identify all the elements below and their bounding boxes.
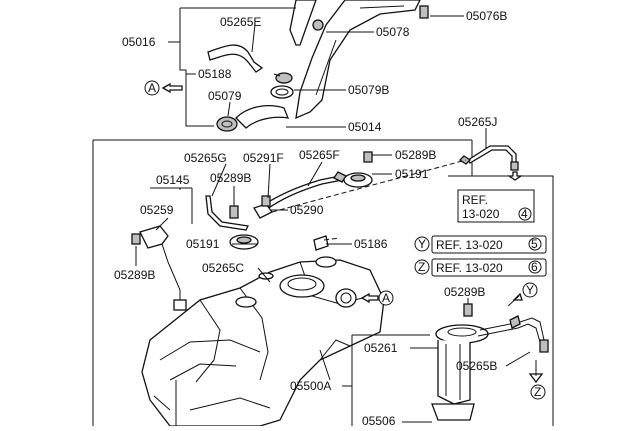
label-05289B-left: 05289B	[114, 268, 155, 282]
label-05290: 05290	[290, 203, 324, 217]
clamp-05079-icon	[216, 116, 238, 132]
arrow-left-icon	[360, 292, 379, 304]
label-05191-left: 05191	[186, 237, 220, 251]
tank-upper-parts	[131, 151, 467, 311]
ref-13-020-6: Z REF. 13-020 6	[414, 258, 547, 277]
label-05014: 05014	[348, 120, 382, 134]
ref-13-020-4: REF. 13-020 4	[457, 189, 535, 223]
hose-05265J	[467, 145, 517, 165]
tank-port-right	[315, 256, 337, 268]
label-05506: 05506	[362, 414, 396, 426]
part-labels: 05265E 05016 05078 05076B 05188 05079B 0…	[114, 9, 507, 428]
label-05500A: 05500A	[290, 379, 331, 393]
filler-neck-assembly	[179, 0, 429, 132]
label-05191-top: 05191	[395, 167, 429, 181]
ref-13-020-5: Y REF. 13-020 5	[414, 235, 547, 254]
tank-port-left	[235, 296, 257, 308]
label-05265G: 05265G	[184, 151, 227, 165]
label-05265C: 05265C	[202, 261, 244, 275]
label-05265E: 05265E	[220, 15, 261, 29]
filler-neck-upper	[289, 0, 317, 46]
connector-icon	[173, 299, 187, 311]
pump-strainer	[431, 403, 475, 421]
clamp-05079B-icon	[270, 85, 294, 99]
arrow-a-tank: A	[360, 290, 394, 306]
label-05265F: 05265F	[299, 148, 340, 162]
tank-filler-inlet	[335, 288, 357, 308]
marker-a-left: A	[148, 81, 156, 95]
marker-z-ref: Z	[418, 260, 425, 274]
label-05289B-top: 05289B	[395, 148, 436, 162]
label-05265B: 05265B	[456, 359, 497, 373]
label-05186: 05186	[354, 237, 388, 251]
dashed-route	[271, 159, 467, 213]
lower-leaders	[135, 154, 531, 423]
hose-05265J-group	[458, 128, 524, 181]
label-05076B: 05076B	[466, 9, 507, 23]
upper-leaders	[168, 15, 464, 128]
bolt-05289B-mid-icon	[229, 205, 239, 219]
bolt-05289B-left-icon	[131, 233, 141, 245]
label-05289B-right: 05289B	[444, 285, 485, 299]
bolt-05289B-right-icon	[463, 303, 473, 317]
clip-05078-icon	[312, 19, 324, 31]
hose-05014	[235, 105, 290, 129]
ref4-line2: 13-020	[462, 207, 500, 221]
marker-y-right: Y	[526, 283, 534, 297]
hose-05265E	[207, 44, 264, 73]
cap-05188-icon	[275, 72, 293, 84]
label-05078: 05078	[376, 25, 410, 39]
bolt-05076B-icon	[419, 5, 429, 19]
bolt-05289B-top-icon	[363, 151, 373, 163]
refZ-num: 6	[531, 260, 538, 274]
ref4-line1: REF.	[462, 193, 488, 207]
part-05186-icon	[313, 235, 329, 251]
sender-05259-icon	[139, 225, 169, 249]
arrow-down-icon	[506, 171, 524, 181]
label-05291F: 05291F	[243, 151, 284, 165]
fuel-tank	[141, 256, 385, 427]
label-05188: 05188	[198, 67, 232, 81]
label-05289B-mid: 05289B	[210, 171, 251, 185]
refY-text: REF. 13-020	[436, 238, 503, 252]
label-05265J: 05265J	[458, 115, 497, 129]
hose-05265G	[205, 195, 249, 231]
label-05016: 05016	[122, 35, 156, 49]
fuel-pump-assembly	[351, 292, 549, 426]
label-05259: 05259	[140, 203, 174, 217]
label-05261: 05261	[364, 341, 398, 355]
label-05079B: 05079B	[348, 83, 389, 97]
marker-y-ref: Y	[418, 237, 426, 251]
marker-z-right: Z	[534, 385, 541, 399]
marker-a-tank: A	[382, 291, 390, 305]
label-05145: 05145	[156, 173, 190, 187]
filler-neck-pipe	[295, 0, 421, 120]
ref-box-6	[431, 258, 547, 277]
label-05079: 05079	[208, 89, 242, 103]
refY-num: 5	[531, 237, 538, 251]
refZ-text: REF. 13-020	[436, 261, 503, 275]
arrow-left-icon	[161, 82, 183, 94]
right-markers: Y Z	[522, 282, 546, 400]
arrow-a-left: A	[144, 80, 183, 96]
ref-box-5	[431, 235, 547, 254]
ref4-num: 4	[521, 207, 528, 221]
